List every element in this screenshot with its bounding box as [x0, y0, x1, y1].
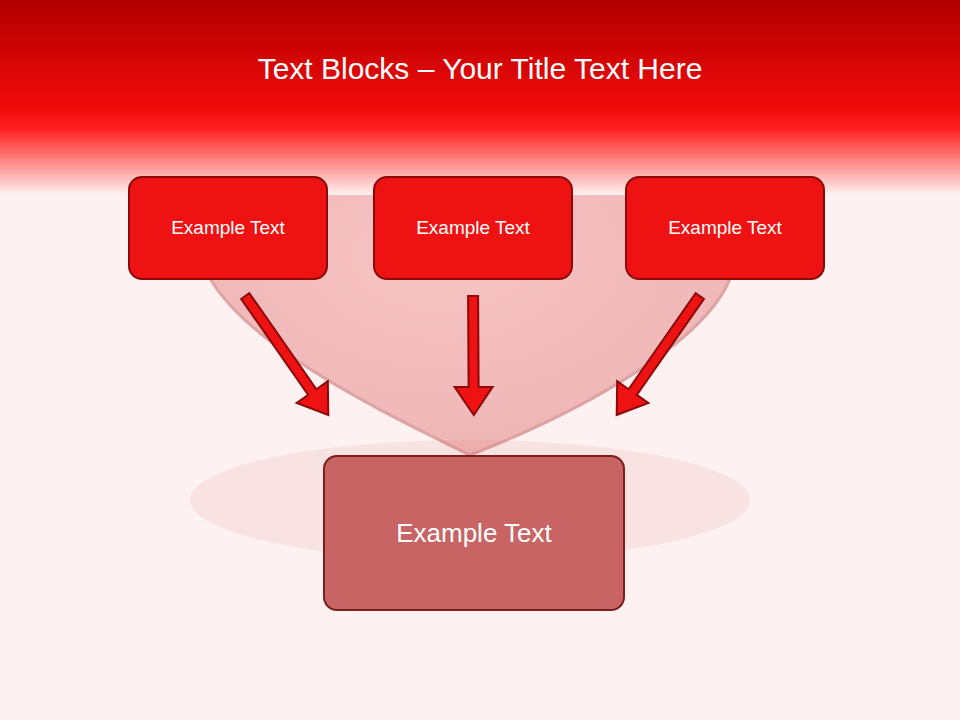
block-text: Example Text	[668, 217, 782, 239]
block-arrow	[617, 293, 704, 415]
text-block: Example Text	[625, 176, 825, 280]
block-arrow	[241, 293, 328, 415]
block-text: Example Text	[416, 217, 530, 239]
block-arrow	[455, 296, 493, 415]
text-block: Example Text	[373, 176, 573, 280]
block-text: Example Text	[171, 217, 285, 239]
slide-title: Text Blocks – Your Title Text Here	[0, 52, 960, 86]
text-block: Example Text	[323, 455, 625, 611]
block-text: Example Text	[396, 518, 552, 549]
text-block: Example Text	[128, 176, 328, 280]
